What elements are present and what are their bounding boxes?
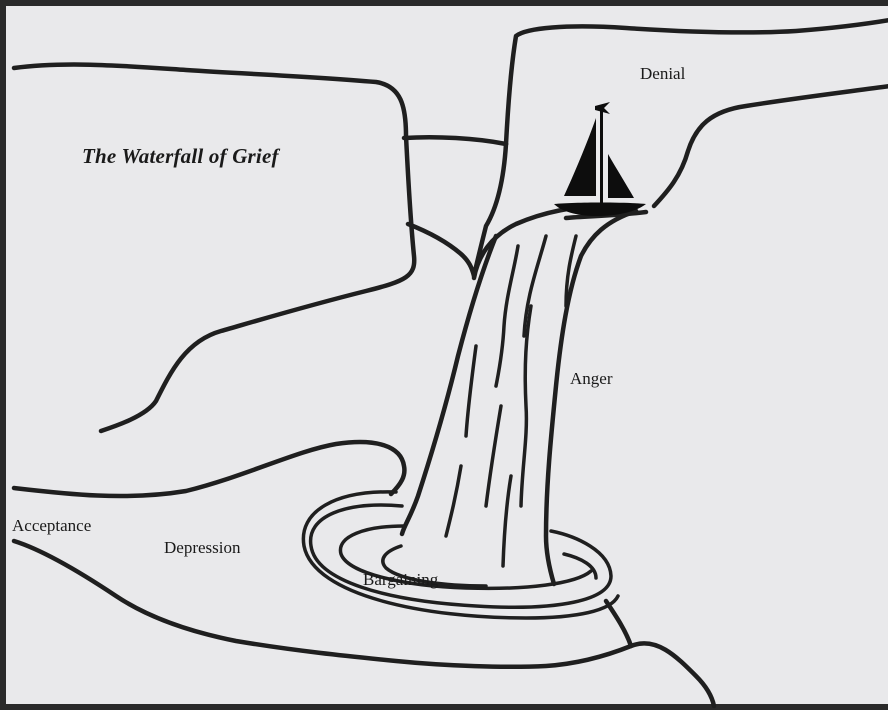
stage-label-acceptance: Acceptance	[12, 516, 91, 536]
sailboat-icon	[6, 6, 888, 710]
stage-label-depression: Depression	[164, 538, 240, 558]
stage-label-denial: Denial	[640, 64, 685, 84]
diagram-title: The Waterfall of Grief	[82, 144, 279, 169]
stage-label-bargaining: Bargaining	[363, 570, 438, 590]
stage-label-anger: Anger	[570, 369, 612, 389]
